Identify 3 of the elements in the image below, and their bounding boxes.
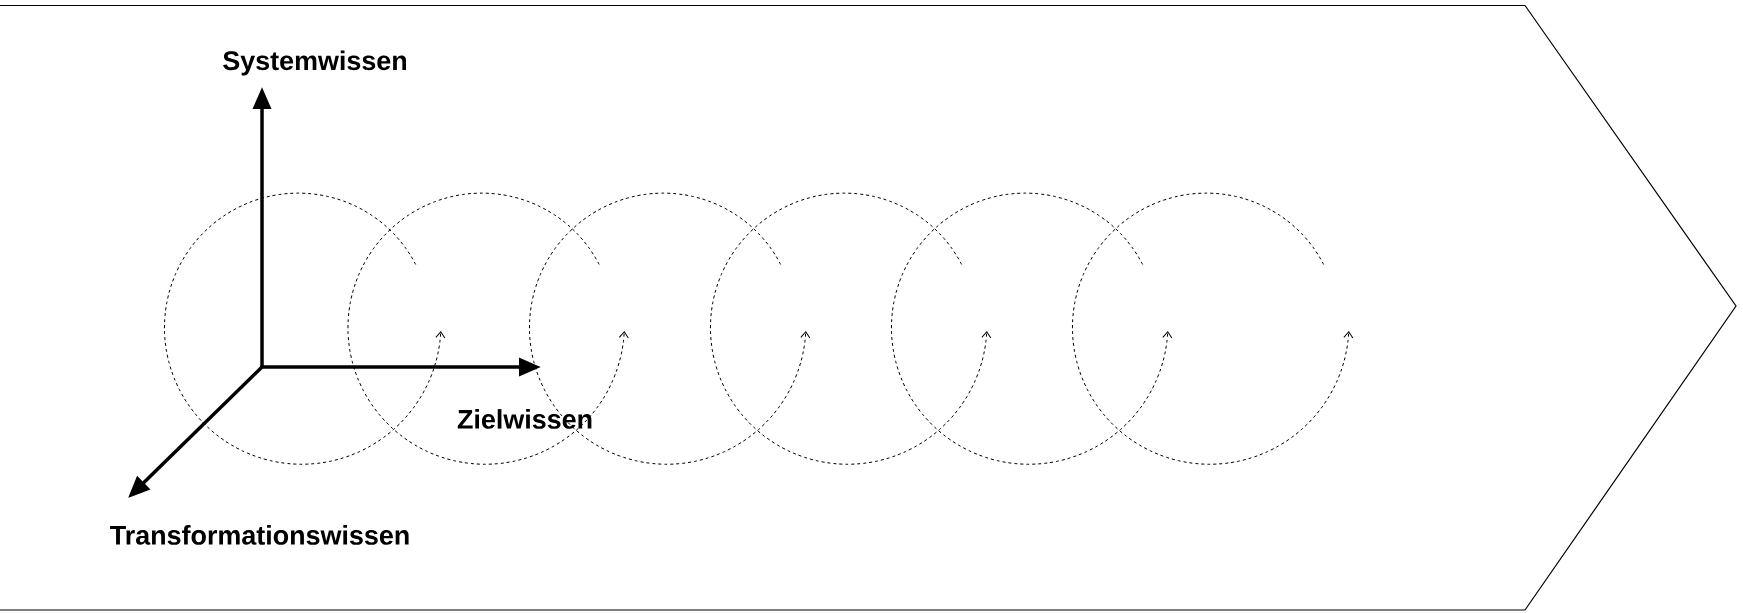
axis-label: Zielwissen [457, 409, 592, 429]
axis-label: Transformationswissen [110, 525, 409, 545]
axis-label: Systemwissen [223, 50, 407, 76]
